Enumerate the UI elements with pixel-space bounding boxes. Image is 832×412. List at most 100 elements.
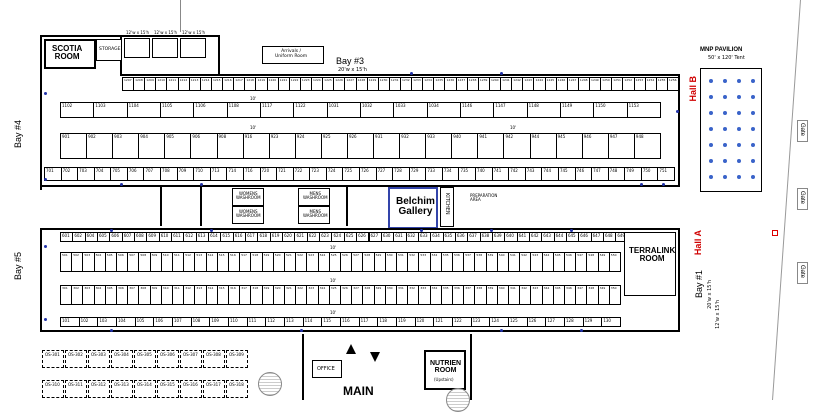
booth-707[interactable]: 707	[143, 167, 162, 181]
belchim-gallery[interactable]: Belchim Gallery	[388, 187, 438, 229]
booth-941[interactable]: 941	[477, 133, 505, 159]
booth-722[interactable]: 722	[292, 167, 311, 181]
booth-646[interactable]: 646	[578, 232, 592, 242]
booth-932[interactable]: 932	[399, 133, 427, 159]
booth-645[interactable]: 645	[565, 232, 580, 242]
gate-1[interactable]: Gate	[797, 120, 808, 142]
booth-1103[interactable]: 1103	[93, 102, 128, 118]
booth-716[interactable]: 716	[242, 167, 261, 181]
booth-637[interactable]: 637	[467, 232, 481, 242]
booth-644[interactable]: 644	[553, 232, 567, 242]
outdoor-space-OS-310[interactable]: OS-310	[42, 380, 64, 398]
booth-1244[interactable]: 1244	[533, 77, 546, 91]
booth-115[interactable]: 115	[321, 317, 341, 327]
booth-130[interactable]: 130	[601, 317, 621, 327]
booth-619[interactable]: 619	[269, 232, 284, 242]
office[interactable]: OFFICE	[312, 360, 342, 378]
booth-723[interactable]: 723	[309, 167, 327, 181]
booth-923[interactable]: 923	[268, 133, 296, 159]
booth-1031[interactable]: 1031	[326, 102, 361, 118]
booth-105[interactable]: 105	[134, 317, 155, 327]
booth-308[interactable]: 308	[138, 285, 151, 305]
booth-621[interactable]: 621	[294, 232, 308, 242]
booth-610[interactable]: 610	[158, 232, 173, 242]
booth-924[interactable]: 924	[294, 133, 322, 159]
booth-1117[interactable]: 1117	[260, 102, 295, 118]
booth-121[interactable]: 121	[433, 317, 453, 327]
booth-550[interactable]: 550	[608, 252, 621, 272]
booth-746[interactable]: 746	[574, 167, 593, 181]
booth-627[interactable]: 627	[368, 232, 382, 242]
booth-710[interactable]: 710	[193, 167, 211, 181]
booth-110[interactable]: 110	[228, 317, 248, 327]
booth-612[interactable]: 612	[183, 232, 197, 242]
booth-901[interactable]: 901	[60, 133, 88, 159]
booth-341[interactable]: 341	[508, 285, 521, 305]
booth-733[interactable]: 733	[425, 167, 443, 181]
booth-1033[interactable]: 1033	[393, 102, 428, 118]
booth-1147[interactable]: 1147	[493, 102, 528, 118]
booth-1122[interactable]: 1122	[293, 102, 328, 118]
booth-1106[interactable]: 1106	[193, 102, 228, 118]
mens-washroom-1[interactable]: MENS WASHROOM	[298, 188, 330, 206]
booth-724[interactable]: 724	[325, 167, 344, 181]
booth-748[interactable]: 748	[607, 167, 626, 181]
booth-634[interactable]: 634	[430, 232, 444, 242]
booth-633[interactable]: 633	[417, 232, 432, 242]
womens-washroom-1[interactable]: WOMENS WASHROOM	[232, 188, 264, 206]
outdoor-space-OS-316[interactable]: OS-316	[180, 380, 202, 398]
booth-604[interactable]: 604	[84, 232, 98, 242]
booth-908[interactable]: 908	[216, 133, 244, 159]
booth-701[interactable]: 701	[44, 167, 62, 181]
booth-632[interactable]: 632	[405, 232, 419, 242]
terralink-room[interactable]: TERRALINK ROOM	[624, 232, 676, 296]
booth-726[interactable]: 726	[359, 167, 377, 181]
booth-714[interactable]: 714	[226, 167, 244, 181]
booth-940[interactable]: 940	[451, 133, 479, 159]
booth-606[interactable]: 606	[109, 232, 123, 242]
booth-750[interactable]: 750	[640, 167, 659, 181]
outdoor-space-OS-309[interactable]: OS-309	[226, 350, 248, 368]
booth-740[interactable]: 740	[475, 167, 493, 181]
gate-3[interactable]: Gate	[797, 262, 808, 284]
booth-111[interactable]: 111	[246, 317, 267, 327]
outdoor-space-OS-302[interactable]: OS-302	[65, 350, 87, 368]
booth-616[interactable]: 616	[232, 232, 247, 242]
booth-623[interactable]: 623	[319, 232, 333, 242]
booth-734[interactable]: 734	[441, 167, 460, 181]
storage-room[interactable]: STORAGE	[96, 39, 122, 61]
outdoor-space-OS-313[interactable]: OS-313	[111, 380, 133, 398]
booth-729[interactable]: 729	[408, 167, 427, 181]
booth-1102[interactable]: 1102	[60, 102, 95, 118]
booth-122[interactable]: 122	[452, 317, 472, 327]
booth-745[interactable]: 745	[557, 167, 576, 181]
booth-120[interactable]: 120	[414, 317, 435, 327]
booth-641[interactable]: 641	[516, 232, 530, 242]
booth-117[interactable]: 117	[358, 317, 379, 327]
booth-1207[interactable]: 1207	[122, 77, 135, 91]
booth-926[interactable]: 926	[346, 133, 375, 159]
booth-735[interactable]: 735	[458, 167, 477, 181]
booth-615[interactable]: 615	[220, 232, 234, 242]
booth-107[interactable]: 107	[172, 317, 192, 327]
booth-129[interactable]: 129	[582, 317, 603, 327]
booth-931[interactable]: 931	[373, 133, 401, 159]
booth-124[interactable]: 124	[489, 317, 509, 327]
outdoor-space-OS-301[interactable]: OS-301	[42, 350, 64, 368]
booth-741[interactable]: 741	[491, 167, 510, 181]
booth-116[interactable]: 116	[340, 317, 360, 327]
booth-102[interactable]: 102	[78, 317, 99, 327]
booth-611[interactable]: 611	[171, 232, 185, 242]
booth-706[interactable]: 706	[126, 167, 145, 181]
booth-313[interactable]: 313	[194, 285, 207, 305]
booth-544[interactable]: 544	[541, 252, 554, 272]
booth-613[interactable]: 613	[195, 232, 210, 242]
booth-906[interactable]: 906	[190, 133, 218, 159]
outdoor-space-OS-303[interactable]: OS-303	[88, 350, 110, 368]
booth-314[interactable]: 314	[205, 285, 218, 305]
booth-704[interactable]: 704	[93, 167, 112, 181]
booth-620[interactable]: 620	[282, 232, 296, 242]
booth-933[interactable]: 933	[425, 133, 453, 159]
booth-618[interactable]: 618	[257, 232, 271, 242]
booth-108[interactable]: 108	[190, 317, 211, 327]
